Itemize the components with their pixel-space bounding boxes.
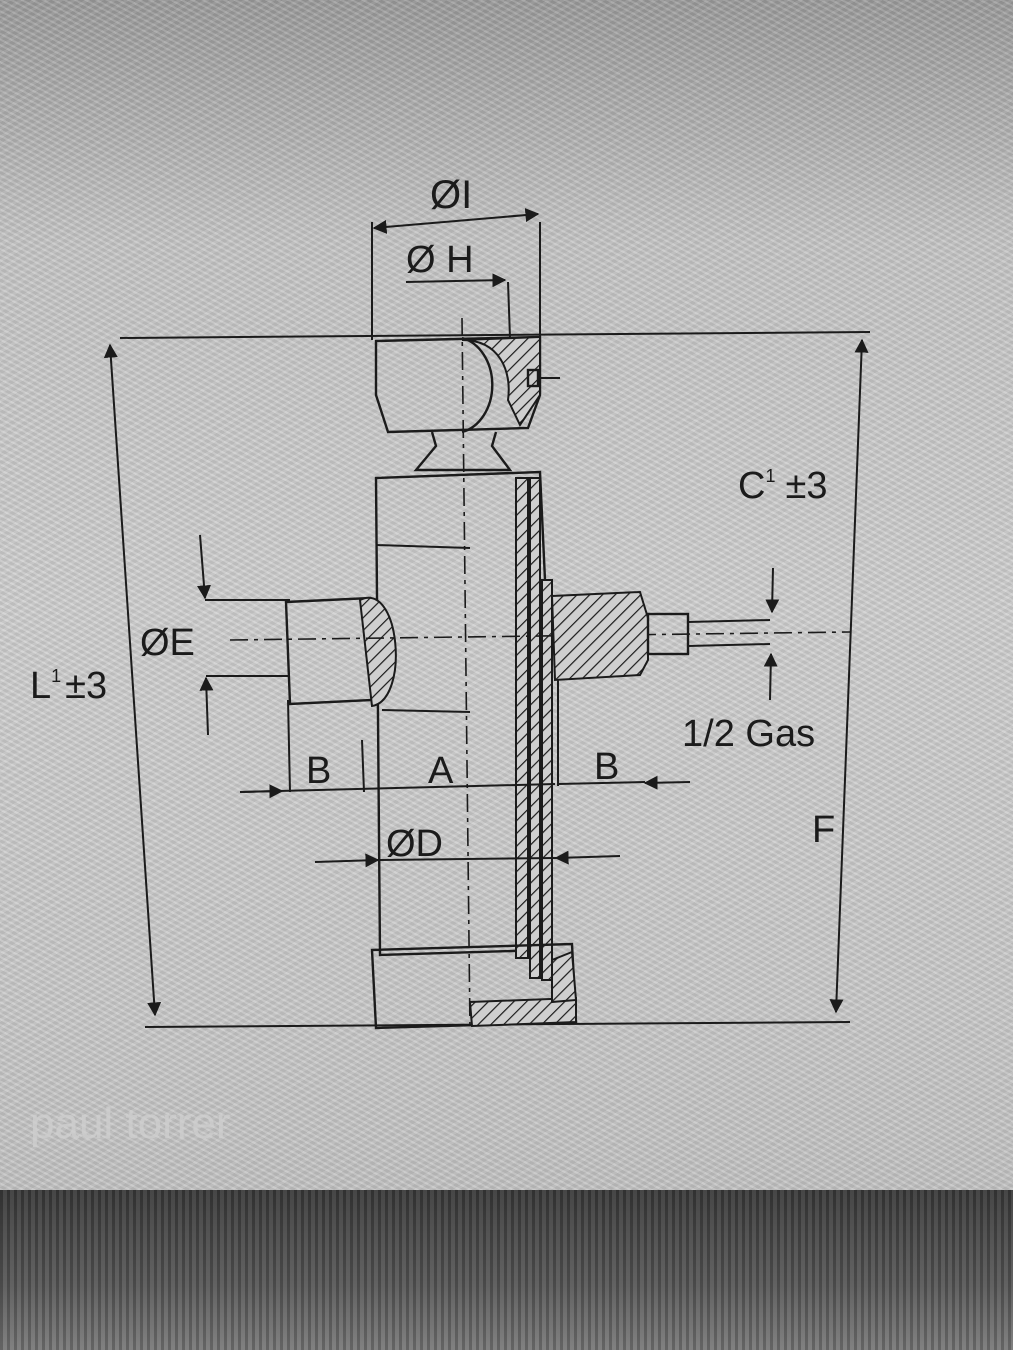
port-pipe-top bbox=[687, 619, 771, 623]
base-section-hatch bbox=[468, 996, 577, 1028]
stage-line-2 bbox=[381, 709, 471, 713]
dia-D-arrow-right bbox=[554, 850, 621, 865]
dimension-B-right-arrow bbox=[643, 775, 691, 790]
dia-D-line bbox=[379, 857, 557, 861]
port-fitting bbox=[646, 612, 690, 656]
watermark-text: paul torrer bbox=[30, 1099, 231, 1148]
tube-wall-1 bbox=[515, 477, 529, 959]
label-C1: C1±3 bbox=[738, 465, 827, 507]
dimension-A-line bbox=[239, 783, 556, 793]
dia-E-arrow-bottom bbox=[199, 676, 214, 736]
label-port-size: 1/2 Gas bbox=[682, 713, 815, 755]
grease-nipple-body bbox=[526, 368, 540, 388]
dimension-B-right-line bbox=[557, 781, 646, 785]
trunnion-left bbox=[284, 596, 374, 706]
tube-wall-2 bbox=[529, 477, 541, 979]
port-size-arrow-bottom bbox=[763, 652, 778, 701]
tube-wall-3 bbox=[541, 579, 553, 981]
dia-D-arrow-left bbox=[314, 853, 380, 868]
dimension-C1-F-line bbox=[829, 338, 869, 1014]
port-size-arrow-top bbox=[765, 567, 780, 614]
horizontal-centerline bbox=[229, 631, 851, 641]
dia-I-line bbox=[372, 208, 540, 234]
dia-E-arrow-top bbox=[197, 534, 211, 600]
label-B-left: B bbox=[306, 750, 331, 792]
B-left-ext bbox=[287, 699, 291, 793]
label-dia-H: Ø H bbox=[406, 239, 474, 281]
trunnion-weld bbox=[358, 596, 397, 708]
dia-H-line bbox=[405, 273, 507, 288]
vertical-centerline bbox=[461, 317, 471, 1031]
ball-joint bbox=[461, 336, 494, 434]
dimension-L1-line bbox=[103, 343, 162, 1017]
label-B-right: B bbox=[594, 746, 619, 788]
stage-line-1 bbox=[375, 544, 471, 549]
label-A: A bbox=[428, 750, 454, 792]
label-dia-D: ØD bbox=[386, 823, 443, 865]
monitor-bottom-bezel bbox=[0, 1190, 1013, 1350]
dia-H-ext bbox=[507, 281, 511, 339]
base-side-hatch bbox=[551, 950, 578, 1004]
port-block bbox=[550, 590, 649, 682]
A-left-ext bbox=[361, 739, 365, 793]
label-F: F bbox=[812, 809, 835, 851]
label-dia-I: ØI bbox=[430, 173, 472, 217]
head-section-hatch bbox=[461, 335, 541, 428]
top-extension-line bbox=[119, 331, 871, 339]
dimension-B-left-arrow bbox=[239, 784, 284, 799]
port-pipe-bottom bbox=[687, 643, 771, 647]
label-L1: L1±3 bbox=[30, 665, 107, 707]
label-dia-E: ØE bbox=[140, 622, 195, 664]
